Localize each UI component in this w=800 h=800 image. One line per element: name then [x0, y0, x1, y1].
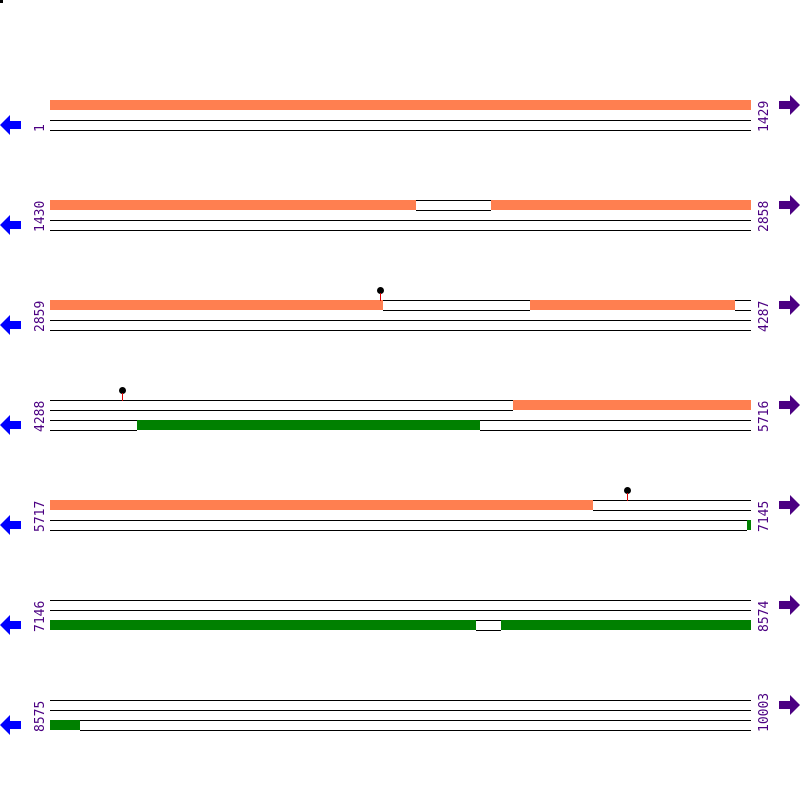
- frame1-line: [50, 700, 751, 701]
- orf-frame1-segment[interactable]: [50, 500, 593, 510]
- start-position-label: 2859: [33, 300, 48, 332]
- arrow-right-icon[interactable]: [779, 295, 800, 315]
- frame1-gap: [735, 300, 751, 311]
- arrow-right-icon[interactable]: [779, 195, 800, 215]
- start-position-label: 7146: [33, 600, 48, 632]
- arrow-right-icon[interactable]: [779, 695, 800, 715]
- arrow-left-icon[interactable]: [0, 115, 22, 135]
- orf-frame1-segment[interactable]: [50, 200, 416, 210]
- orf-frame3-segment[interactable]: [137, 420, 480, 430]
- end-position-label: 1429: [757, 100, 772, 132]
- frame1-gap: [416, 200, 491, 211]
- end-position-label: 2858: [757, 200, 772, 232]
- orf-frame1-segment[interactable]: [491, 200, 751, 210]
- frame3-gap: [476, 620, 501, 631]
- end-position-label: 7145: [757, 500, 772, 532]
- frame1-gap: [50, 400, 513, 411]
- orf-frame3-segment[interactable]: [50, 620, 476, 630]
- sequence-row-7: 8575 10003: [0, 693, 800, 760]
- corner-marker: [0, 0, 3, 3]
- site-marker-icon[interactable]: [624, 487, 631, 501]
- start-position-label: 1430: [33, 200, 48, 232]
- frame2-line: [50, 610, 751, 611]
- arrow-right-icon[interactable]: [779, 595, 800, 615]
- orf-frame3-segment[interactable]: [501, 620, 751, 630]
- frame3-line: [50, 230, 751, 231]
- arrow-left-icon[interactable]: [0, 415, 22, 435]
- frame2-line: [50, 220, 751, 221]
- start-position-label: 1: [33, 124, 48, 132]
- orf-frame1-segment[interactable]: [50, 100, 751, 110]
- arrow-right-icon[interactable]: [779, 95, 800, 115]
- frame2-line: [50, 120, 751, 121]
- site-marker-icon[interactable]: [377, 287, 384, 301]
- end-position-label: 5716: [757, 400, 772, 432]
- orf-frame1-segment[interactable]: [513, 400, 751, 410]
- frame1-gap: [383, 300, 530, 311]
- start-position-label: 8575: [33, 700, 48, 732]
- sequence-row-5: 5717 7145: [0, 487, 800, 560]
- sequence-row-2: 1430 2858: [0, 195, 800, 260]
- orf-frame3-segment[interactable]: [50, 720, 80, 730]
- start-position-label: 5717: [33, 500, 48, 532]
- frame3-gap: [80, 720, 751, 731]
- frame3-gap: [480, 420, 751, 431]
- frame3-gap: [50, 520, 747, 531]
- end-position-label: 4287: [757, 300, 772, 332]
- arrow-left-icon[interactable]: [0, 315, 22, 335]
- arrow-right-icon[interactable]: [779, 495, 800, 515]
- sequence-row-6: 7146 8574: [0, 595, 800, 660]
- arrow-left-icon[interactable]: [0, 215, 22, 235]
- start-position-label: 4288: [33, 400, 48, 432]
- sequence-row-3: 2859 4287: [0, 287, 800, 360]
- end-position-label: 10003: [757, 692, 772, 732]
- site-marker-icon[interactable]: [119, 387, 126, 401]
- sequence-row-1: 1 1429: [0, 95, 800, 160]
- orf-frame1-segment[interactable]: [530, 300, 735, 310]
- arrow-left-icon[interactable]: [0, 615, 22, 635]
- frame2-line: [50, 320, 751, 321]
- orf-frame3-segment[interactable]: [747, 520, 751, 530]
- end-position-label: 8574: [757, 600, 772, 632]
- arrow-left-icon[interactable]: [0, 515, 22, 535]
- frame3-line: [50, 130, 751, 131]
- arrow-right-icon[interactable]: [779, 395, 800, 415]
- frame3-gap: [50, 420, 137, 431]
- arrow-left-icon[interactable]: [0, 715, 22, 735]
- frame3-line: [50, 330, 751, 331]
- frame1-line: [50, 600, 751, 601]
- frame1-gap: [593, 500, 751, 511]
- frame2-line: [50, 710, 751, 711]
- orf-frame1-segment[interactable]: [50, 300, 383, 310]
- sequence-row-4: 4288 5716: [0, 387, 800, 460]
